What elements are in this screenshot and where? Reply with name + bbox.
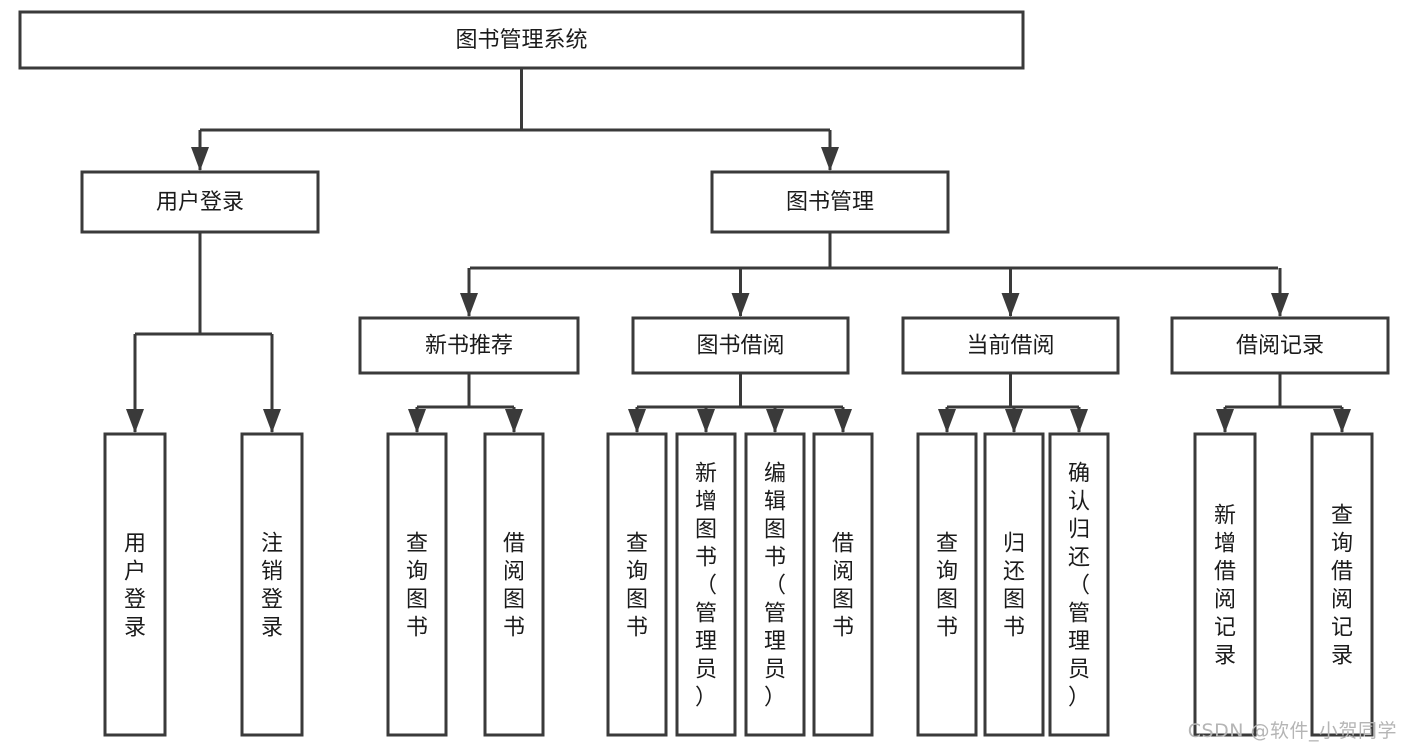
arrow-to-用户登录-icon [191, 147, 209, 171]
leaf-node-新增借阅记录[interactable]: 新增借阅记录 [1193, 432, 1257, 737]
node-label: 查询借阅记录 [1331, 504, 1353, 669]
node-label: 新增借阅记录 [1214, 504, 1236, 669]
node-box [1170, 316, 1390, 375]
arrow-to-leaf-icon [1216, 409, 1234, 433]
leaf-node-借阅图书[interactable]: 借阅图书 [812, 432, 874, 737]
node-box [710, 170, 950, 234]
node-box [812, 432, 874, 737]
node-box [103, 432, 167, 737]
node-box [240, 432, 304, 737]
level3-node-当前借阅[interactable]: 当前借阅 [901, 316, 1120, 375]
node-label: 借阅图书 [503, 532, 525, 641]
node-label: 新书推荐 [425, 334, 513, 359]
leaf-node-查询借阅记录[interactable]: 查询借阅记录 [1310, 432, 1374, 737]
level2-node-图书管理[interactable]: 图书管理 [710, 170, 950, 234]
node-box [358, 316, 580, 375]
arrow-to-leaf-icon [628, 409, 646, 433]
node-box [386, 432, 448, 737]
node-box [80, 170, 320, 234]
node-box [18, 10, 1025, 70]
leaf-node-借阅图书[interactable]: 借阅图书 [483, 432, 545, 737]
leaf-node-归还图书[interactable]: 归还图书 [983, 432, 1045, 737]
level3-node-借阅记录[interactable]: 借阅记录 [1170, 316, 1390, 375]
arrow-to-新书推荐-icon [460, 293, 478, 317]
watermark-text: CSDN @软件_小贺同学 [1187, 720, 1397, 742]
node-label: 新增图书（管理员） [695, 462, 717, 711]
arrow-to-leaf-icon [1333, 409, 1351, 433]
node-box [983, 432, 1045, 737]
node-box [1193, 432, 1257, 737]
connector-layer [126, 68, 1351, 433]
node-label: 借阅记录 [1236, 334, 1324, 359]
node-label: 查询图书 [936, 532, 958, 641]
arrow-to-图书管理-icon [821, 147, 839, 171]
leaf-node-查询图书[interactable]: 查询图书 [606, 432, 668, 737]
node-label: 归还图书 [1003, 532, 1025, 641]
arrow-to-leaf-icon [766, 409, 784, 433]
arrow-to-leaf-icon [834, 409, 852, 433]
node-label: 查询图书 [626, 532, 648, 641]
level3-node-新书推荐[interactable]: 新书推荐 [358, 316, 580, 375]
node-label: 编辑图书（管理员） [764, 462, 786, 711]
node-box [483, 432, 545, 737]
leaf-node-用户登录[interactable]: 用户登录 [103, 432, 167, 737]
level2-node-用户登录[interactable]: 用户登录 [80, 170, 320, 234]
node-label: 用户登录 [156, 190, 244, 215]
node-box [675, 432, 737, 737]
node-label: 注销登录 [261, 532, 283, 641]
node-box [901, 316, 1120, 375]
arrow-to-leaf-icon [1005, 409, 1023, 433]
node-box [916, 432, 978, 737]
node-box [1048, 432, 1110, 737]
node-box [631, 316, 850, 375]
node-label: 当前借阅 [966, 334, 1054, 359]
leaf-node-编辑图书管理员[interactable]: 编辑图书（管理员） [744, 432, 806, 737]
node-label: 图书借阅 [696, 334, 784, 359]
arrow-to-图书借阅-icon [731, 293, 750, 317]
node-label: 借阅图书 [832, 532, 854, 641]
arrow-to-leaf-icon [697, 409, 715, 433]
leaf-node-注销登录[interactable]: 注销登录 [240, 432, 304, 737]
node-box [606, 432, 668, 737]
leaf-node-确认归还管理员[interactable]: 确认归还（管理员） [1048, 432, 1110, 737]
arrow-to-借阅记录-icon [1271, 293, 1289, 317]
node-box [1310, 432, 1374, 737]
arrow-to-leaf-icon [505, 409, 523, 433]
leaf-node-新增图书管理员[interactable]: 新增图书（管理员） [675, 432, 737, 737]
node-label: 用户登录 [124, 532, 146, 641]
root-node-图书管理系统[interactable]: 图书管理系统 [18, 10, 1025, 70]
node-label: 确认归还（管理员） [1068, 462, 1090, 711]
arrow-to-当前借阅-icon [1001, 293, 1020, 317]
arrow-to-leaf-icon [408, 409, 426, 433]
leaf-node-查询图书[interactable]: 查询图书 [386, 432, 448, 737]
node-label: 图书管理系统 [455, 28, 587, 53]
arrow-to-leaf-icon [1070, 409, 1088, 433]
leaf-node-查询图书[interactable]: 查询图书 [916, 432, 978, 737]
node-box [744, 432, 806, 737]
level3-node-图书借阅[interactable]: 图书借阅 [631, 316, 850, 375]
node-label: 查询图书 [406, 532, 428, 641]
node-layer: 图书管理系统用户登录图书管理新书推荐图书借阅当前借阅借阅记录用户登录注销登录查询… [18, 10, 1390, 737]
arrow-to-leaf-icon [938, 409, 956, 433]
arrow-to-leaf-icon [263, 409, 281, 433]
arrow-to-leaf-icon [126, 409, 144, 433]
node-label: 图书管理 [786, 190, 874, 215]
